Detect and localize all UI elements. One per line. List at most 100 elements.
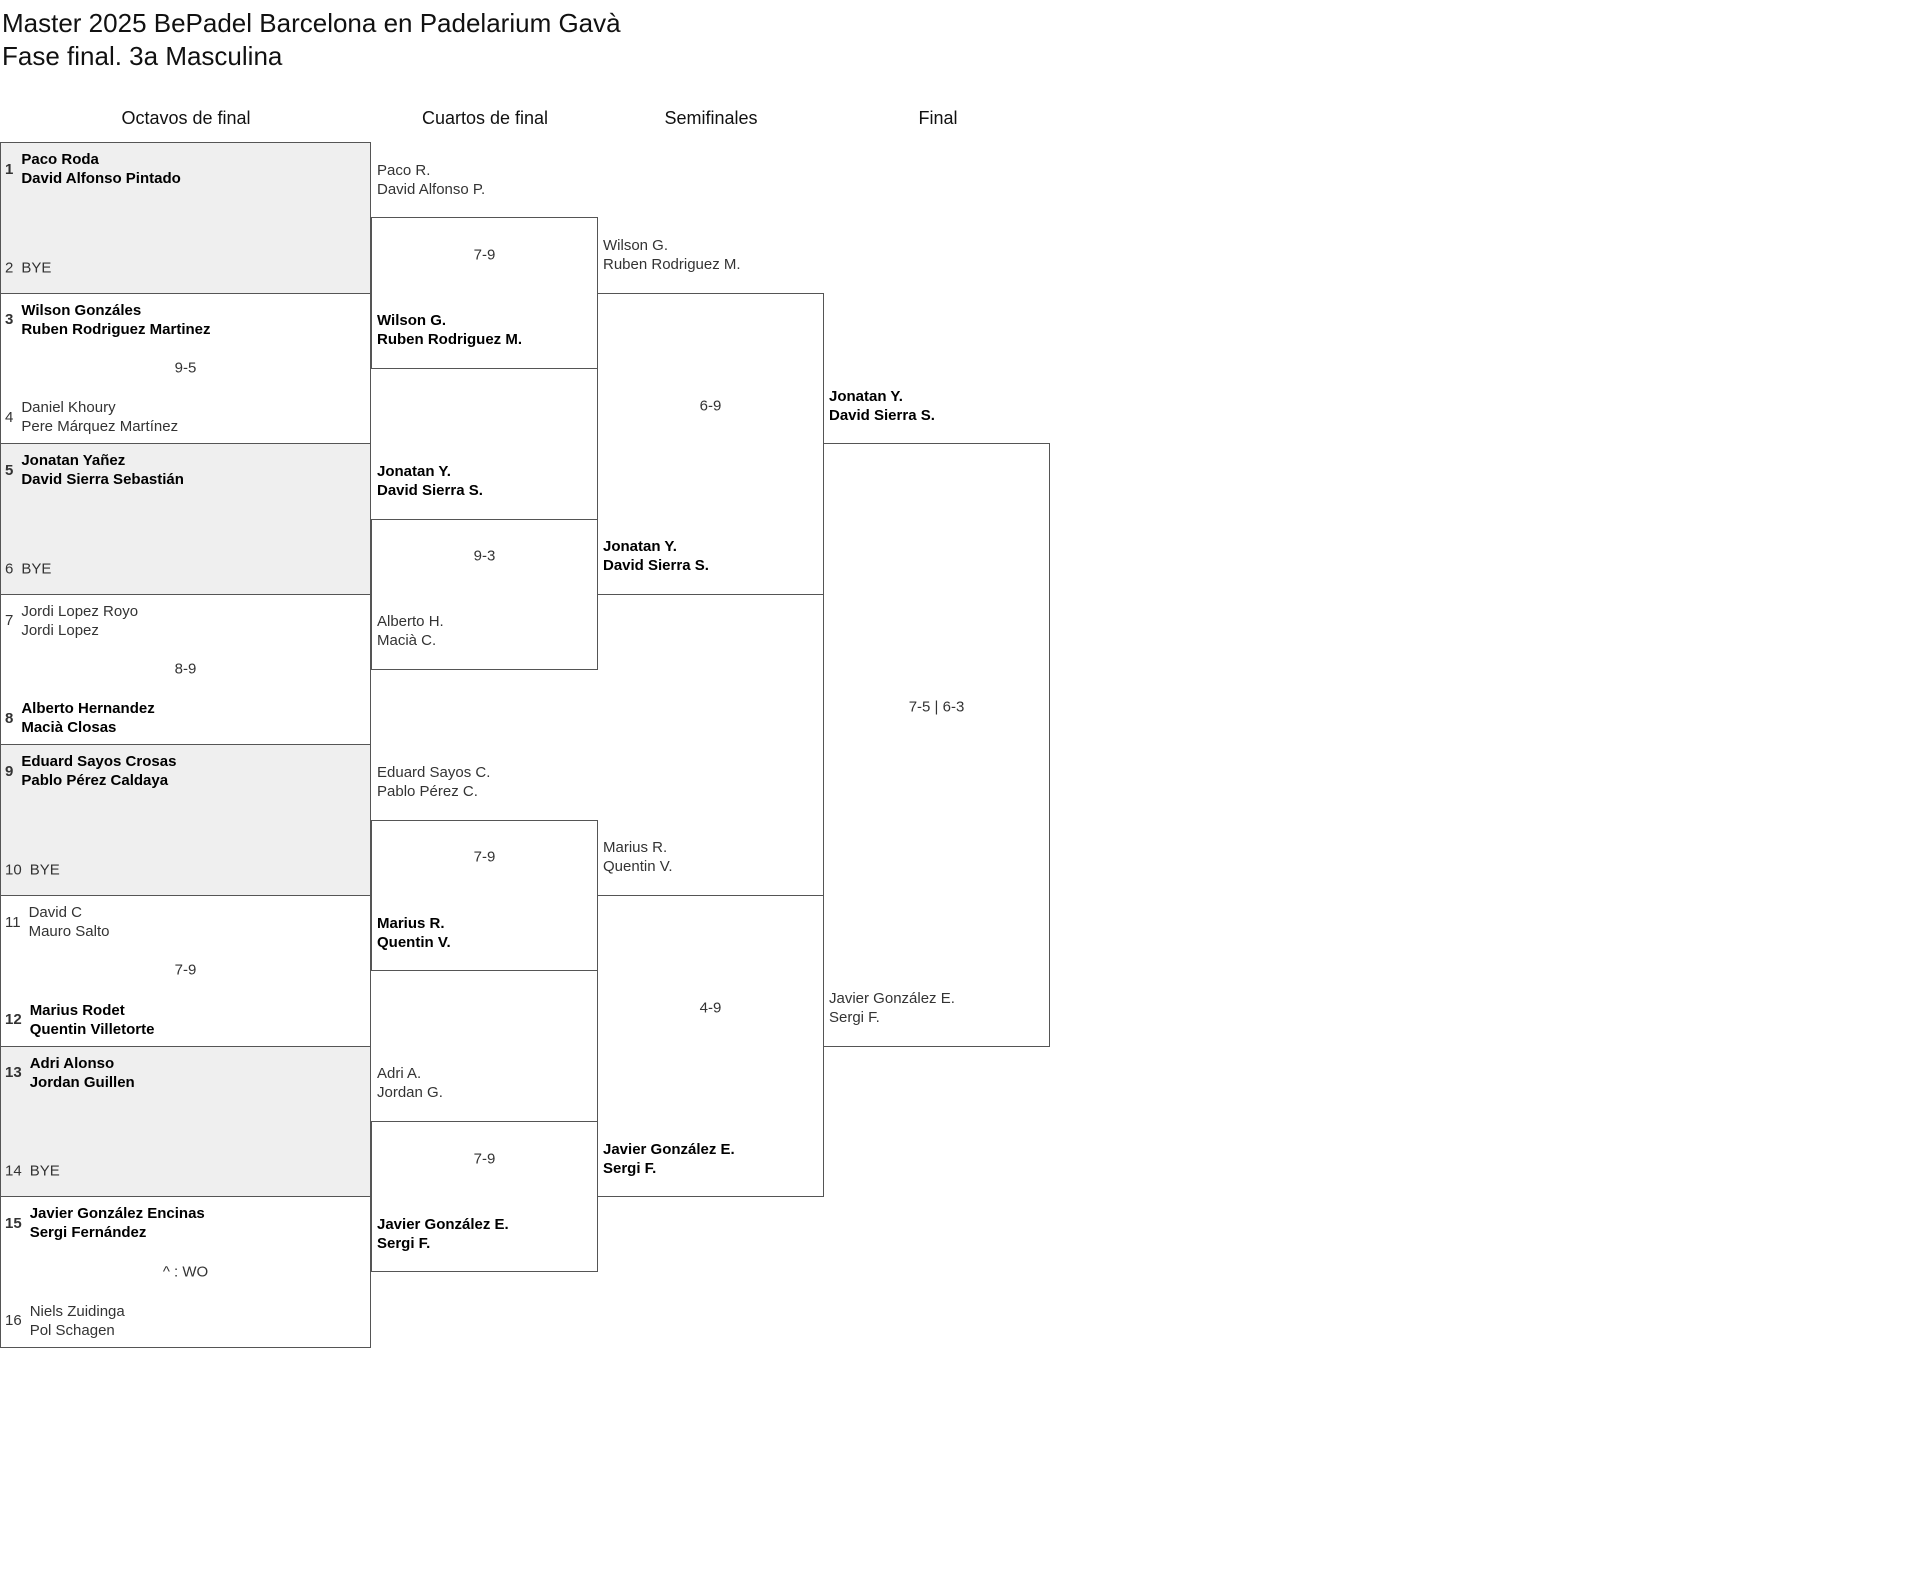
team-names: BYE — [30, 861, 60, 880]
player-name: Sergi F. — [829, 1008, 880, 1026]
seed-number: 11 — [5, 913, 21, 931]
round-header-semis: Semifinales — [664, 108, 758, 128]
team-entry[interactable]: Jonatan Y.David Sierra S. — [829, 387, 935, 425]
match-score: ^ : WO — [162, 1263, 209, 1280]
team-entry[interactable]: Marius R.Quentin V. — [603, 838, 673, 876]
player-name: Javier González E. — [603, 1140, 735, 1158]
team-names: Jonatan Y.David Sierra S. — [829, 387, 935, 425]
team-entry[interactable]: Javier González E.Sergi F. — [829, 989, 955, 1027]
seed-number: 16 — [5, 1312, 22, 1330]
player-name: Jordan G. — [377, 1084, 443, 1102]
player-name: Quentin V. — [377, 933, 451, 951]
player-name: Sergi F. — [377, 1234, 431, 1252]
team-entry[interactable]: Javier González E.Sergi F. — [377, 1215, 509, 1253]
team-entry[interactable]: 2 BYE — [5, 258, 51, 277]
player-name: Pol Schagen — [29, 1321, 115, 1339]
team-entry[interactable]: Paco R.David Alfonso P. — [377, 161, 485, 199]
match-box — [0, 1196, 371, 1348]
player-name: Javier González E. — [829, 989, 955, 1007]
player-name: BYE — [21, 560, 52, 578]
player-name: David Alfonso P. — [377, 180, 486, 198]
player-name: David Sierra S. — [829, 406, 935, 424]
match-score: 8-9 — [174, 660, 197, 678]
player-name: Jordi Lopez Royo — [21, 602, 139, 620]
seed-number: 10 — [5, 861, 22, 879]
seed-number: 1 — [5, 160, 14, 178]
player-name: Quentin V. — [603, 858, 673, 876]
team-entry[interactable]: 6 BYE — [5, 559, 51, 578]
team-names: Javier González E.Sergi F. — [829, 989, 955, 1027]
match-box — [0, 744, 371, 896]
player-name: Jonatan Yañez — [21, 452, 126, 470]
match-score: 7-5 | 6-3 — [908, 698, 965, 716]
team-entry[interactable]: Marius R.Quentin V. — [377, 914, 451, 952]
match-score: 7-9 — [473, 848, 496, 866]
team-entry[interactable]: Javier González E.Sergi F. — [603, 1140, 735, 1178]
player-name: Macià C. — [377, 632, 437, 650]
player-name: Javier González Encinas — [29, 1205, 205, 1223]
tournament-title: Master 2025 BePadel Barcelona en Padelar… — [2, 8, 621, 38]
match-score: 7-9 — [473, 246, 496, 264]
team-names: Javier González E.Sergi F. — [603, 1140, 735, 1178]
player-name: Marius Rodet — [29, 1001, 125, 1019]
player-name: Marius R. — [377, 914, 445, 932]
match-score: 4-9 — [699, 999, 722, 1017]
team-entry[interactable]: Jonatan Y.David Sierra S. — [377, 462, 483, 500]
player-name: Wilson G. — [377, 312, 447, 330]
player-name: Jordi Lopez — [21, 621, 99, 639]
team-entry[interactable]: Adri A.Jordan G. — [377, 1064, 443, 1102]
player-name: Sergi F. — [603, 1159, 657, 1177]
team-entry[interactable]: Wilson G.Ruben Rodriguez M. — [603, 236, 741, 274]
round-header-final: Final — [918, 108, 958, 128]
player-name: Wilson G. — [603, 236, 669, 254]
team-names: BYE — [30, 1162, 60, 1181]
team-names: Eduard Sayos C.Pablo Pérez C. — [377, 763, 490, 801]
team-entry[interactable]: Alberto H.Macià C. — [377, 612, 444, 650]
seed-number: 15 — [5, 1214, 22, 1232]
round-header-octavos: Octavos de final — [121, 108, 251, 128]
player-name: Pablo Pérez Caldaya — [21, 772, 169, 790]
phase-title: Fase final. 3a Masculina — [2, 41, 283, 71]
team-names: Jonatan Y.David Sierra S. — [603, 537, 709, 575]
team-entry[interactable]: Eduard Sayos C.Pablo Pérez C. — [377, 763, 490, 801]
player-name: BYE — [21, 259, 52, 277]
player-name: Wilson Gonzáles — [21, 301, 142, 319]
team-entry[interactable]: Jonatan Y.David Sierra S. — [603, 537, 709, 575]
player-name: Alberto H. — [377, 613, 444, 631]
seed-number: 6 — [5, 560, 14, 578]
player-name: Mauro Salto — [28, 923, 110, 940]
match-score: 9-3 — [473, 547, 496, 565]
seed-number: 2 — [5, 259, 14, 277]
team-entry[interactable]: 10 BYE — [5, 861, 60, 880]
seed-number: 4 — [5, 408, 14, 426]
player-name: BYE — [29, 1162, 60, 1180]
player-name: Paco Roda — [21, 151, 99, 168]
team-names: Alberto H.Macià C. — [377, 612, 444, 650]
team-names: Wilson G.Ruben Rodriguez M. — [603, 236, 741, 274]
team-names: Jonatan Y.David Sierra S. — [377, 462, 483, 500]
team-entry[interactable]: Wilson G.Ruben Rodriguez M. — [377, 311, 522, 349]
player-name: Pablo Pérez C. — [377, 783, 478, 801]
